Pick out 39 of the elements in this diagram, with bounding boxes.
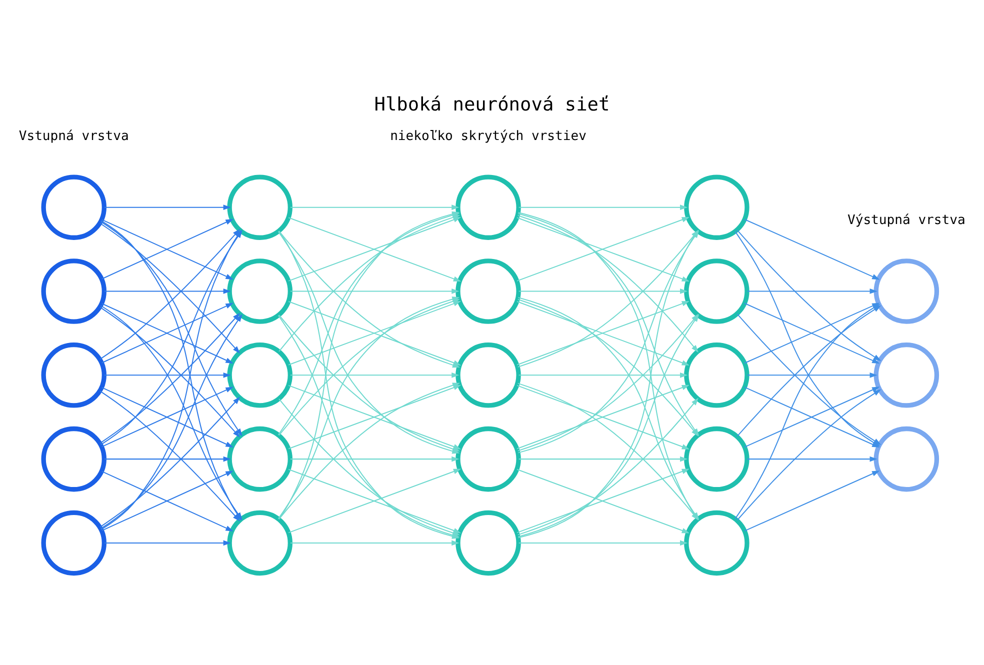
node-circle <box>456 342 521 408</box>
node-circle <box>41 510 106 576</box>
arrow <box>104 204 231 210</box>
node-circle <box>456 510 521 576</box>
label: niekoľko skrytých vrstiev <box>390 128 586 144</box>
node-circle <box>41 426 106 492</box>
arrow <box>290 288 460 294</box>
arrow <box>104 456 231 462</box>
node-circle <box>41 174 106 240</box>
arrow <box>744 218 880 280</box>
arrow <box>290 372 460 378</box>
label: Výstupná vrstva <box>848 212 966 228</box>
arrow <box>744 470 880 532</box>
arrow <box>747 456 878 462</box>
node-circle <box>41 342 106 408</box>
arrow <box>518 204 688 210</box>
arrow <box>516 468 690 534</box>
arrow <box>104 540 231 546</box>
arrow <box>747 288 878 294</box>
arrow <box>518 456 688 462</box>
arrow <box>518 288 688 294</box>
node-circle <box>41 258 106 324</box>
arrow <box>747 372 878 378</box>
arrow <box>290 540 460 546</box>
label: Vstupná vrstva <box>18 128 129 144</box>
arrow <box>104 372 231 378</box>
arrow <box>102 470 234 532</box>
arrow <box>518 540 688 546</box>
arrow <box>290 204 460 210</box>
arrow <box>290 456 460 462</box>
arrow <box>288 468 462 534</box>
arrow <box>518 372 688 378</box>
arrow <box>104 288 231 294</box>
node-circle <box>456 258 521 324</box>
node-circle <box>227 342 292 408</box>
node-circle <box>456 174 521 240</box>
diagram-title: Hlboká neurónová sieť <box>374 94 610 116</box>
node-circle <box>456 426 521 492</box>
arrow <box>516 384 690 450</box>
